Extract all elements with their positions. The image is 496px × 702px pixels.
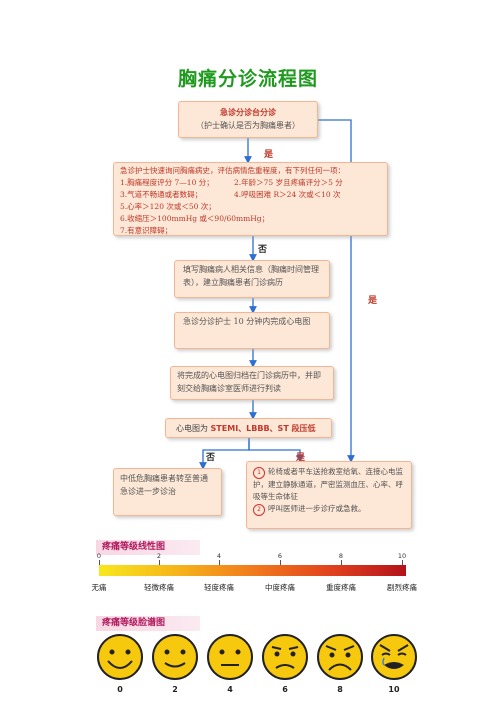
face-4-icon — [207, 634, 253, 680]
scale-tick — [280, 560, 281, 565]
face-10-icon — [371, 634, 417, 680]
yes-label-1: 是 — [264, 150, 274, 160]
face-2-icon — [152, 634, 198, 680]
assess-item: 6.收缩压＞100mmHg 或＜90/60mmHg； — [120, 214, 270, 223]
face-number: 4 — [227, 685, 233, 694]
low-risk-box: 中低危胸痛患者转至普通急诊进一步诊治 — [113, 468, 222, 516]
ecg-box: 急诊分诊护士 10 分钟内完成心电图 — [174, 312, 330, 349]
fill-info-box: 填写胸痛病人相关信息（胸痛时间管理表），建立胸痛患者门诊病历 — [174, 260, 330, 298]
assess-item: 2.年龄＞75 岁且疼痛评分＞5 分 — [234, 178, 343, 187]
face-number: 10 — [388, 685, 400, 694]
scale-tick — [99, 560, 100, 565]
assessment-intro: 急诊护士快速询问胸痛病史，评估病情危重程度，有下列任何一项： — [120, 166, 345, 175]
face-number: 2 — [172, 685, 178, 694]
scale-tick-label: 6 — [277, 552, 283, 560]
face-number: 0 — [117, 685, 123, 694]
face-8-icon — [317, 634, 363, 680]
scale-label: 中度疼痛 — [265, 583, 295, 592]
scale-tick-label: 2 — [156, 552, 162, 560]
scale-tick-label: 10 — [397, 552, 407, 560]
no-label-2: 否 — [206, 453, 216, 463]
scale-label: 轻度疼痛 — [204, 583, 234, 592]
assess-item: 5.心率＞120 次或＜50 次； — [120, 202, 216, 211]
no-label-1: 否 — [258, 245, 268, 255]
ecg-result-highlight: STEMI、LBBB、ST 段压低 — [210, 424, 316, 433]
pain-scale-banner: 疼痛等级线性图 — [96, 540, 200, 555]
assess-item: 4.呼吸困难 R＞24 次或＜10 次 — [234, 190, 341, 199]
scale-label: 轻微疼痛 — [144, 583, 174, 592]
scale-tick — [219, 560, 220, 565]
ecg-result-prefix: 心电图为 — [176, 424, 208, 433]
scale-label: 重度疼痛 — [326, 583, 356, 592]
face-0-icon — [97, 634, 143, 680]
yes-label-2: 是 — [296, 453, 306, 463]
triage-title: 急诊分诊台分诊 — [220, 108, 276, 117]
scale-tick-label: 8 — [338, 552, 344, 560]
step-number-1: 1 — [253, 467, 265, 479]
assess-item: 7.有意识障碍； — [120, 226, 173, 235]
face-number: 6 — [282, 685, 288, 694]
high-risk-step-2: 呼叫医师进一步诊疗或急救。 — [268, 504, 366, 513]
step-number-2: 2 — [253, 504, 265, 516]
scale-tick — [159, 560, 160, 565]
high-risk-step-1: 轮椅或者平车送抢救室给氧、连接心电监护，建立静脉通道，严密监测血压、心率、呼吸等… — [253, 467, 403, 501]
face-6-icon — [262, 634, 308, 680]
face-scale-banner: 疼痛等级脸谱图 — [96, 616, 200, 631]
scale-tick — [341, 560, 342, 565]
yes-label-side: 是 — [368, 296, 378, 306]
scale-tick-label: 4 — [216, 552, 222, 560]
scale-label: 无痛 — [91, 583, 107, 592]
scale-tick-label: 0 — [96, 552, 102, 560]
face-number: 8 — [337, 685, 343, 694]
arrow-yes-branch — [248, 438, 304, 463]
send-ecg-box: 将完成的心电图归档在门诊病历中，并即刻交给胸痛诊室医师进行判读 — [170, 366, 334, 400]
assess-item: 3.气道不畅通或者数碍； — [120, 190, 203, 199]
assess-item: 1.胸痛程度评分 7—10 分； — [120, 178, 214, 187]
triage-subtitle: （护士确认是否为胸痛患者） — [196, 121, 300, 130]
scale-label: 剧烈疼痛 — [387, 583, 417, 592]
triage-box: 急诊分诊台分诊 （护士确认是否为胸痛患者） — [178, 101, 318, 138]
ecg-result-box: 心电图为 STEMI、LBBB、ST 段压低 — [165, 418, 332, 438]
assessment-box: 急诊护士快速询问胸痛病史，评估病情危重程度，有下列任何一项： 1.胸痛程度评分 … — [113, 162, 388, 236]
pain-gradient-bar — [99, 565, 406, 576]
page-title: 胸痛分诊流程图 — [177, 68, 318, 90]
scale-tick — [402, 560, 403, 565]
arrow-direct-yes — [318, 119, 355, 463]
